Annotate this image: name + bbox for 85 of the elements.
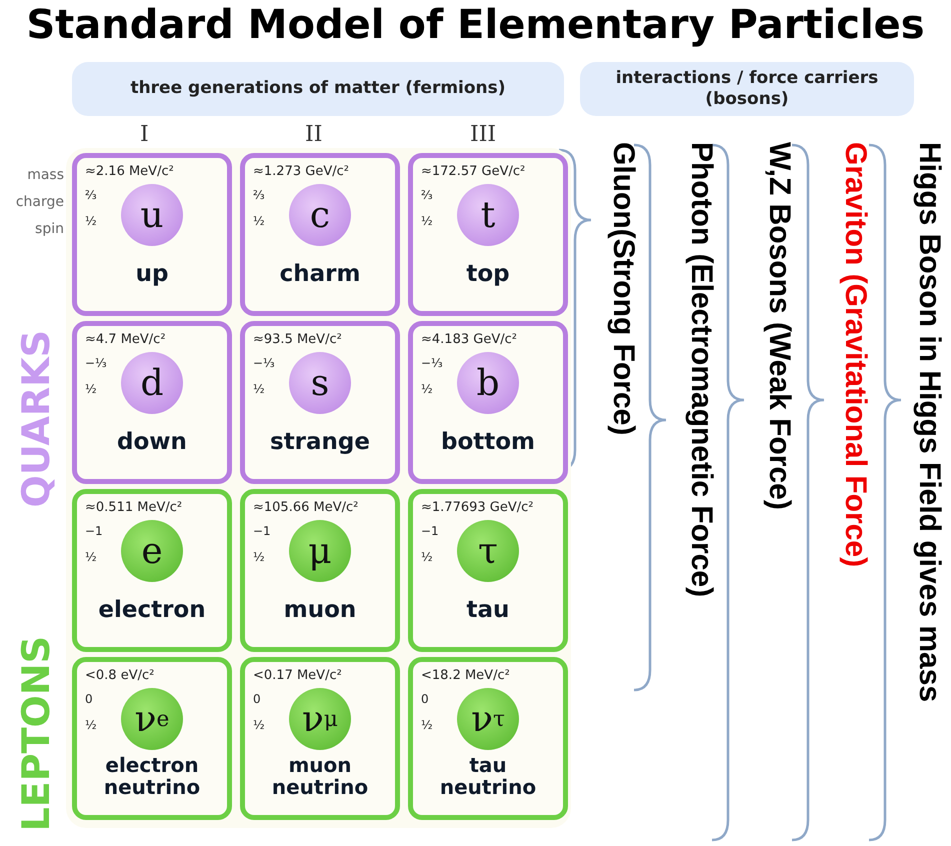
mass-value: ≈105.66 MeV/c² <box>253 500 358 515</box>
particle-symbol: μ <box>289 520 351 582</box>
particle-card <box>72 489 232 652</box>
charge-value: −1 <box>85 524 103 538</box>
charge-value: ⅔ <box>85 188 97 202</box>
particle-card <box>240 657 400 820</box>
mass-value: ≈2.16 MeV/c² <box>85 164 174 179</box>
particle-name: electron neutrino <box>102 754 202 798</box>
title: Standard Model of Elementary Particles <box>25 2 926 48</box>
mass-value: <0.8 eV/c² <box>85 668 154 683</box>
particle-name: charm <box>278 262 362 288</box>
spin-value: ½ <box>253 550 265 564</box>
mass-value: ≈4.183 GeV/c² <box>421 332 517 347</box>
particle-name: muon <box>282 598 358 624</box>
mass-value: ≈0.511 MeV/c² <box>85 500 182 515</box>
spin-value: ½ <box>253 382 265 396</box>
force-carrier-label: Graviton (Gravitational Force) <box>838 142 872 568</box>
generation-label: II <box>305 122 322 147</box>
force-carrier-label: Photon (Electromagnetic Force) <box>684 142 718 598</box>
particle-card <box>408 489 568 652</box>
particle-symbol: b <box>457 352 519 414</box>
particle-symbol: e <box>121 520 183 582</box>
spin-value: ½ <box>421 382 433 396</box>
mass-value: ≈93.5 MeV/c² <box>253 332 342 347</box>
particle-name: down <box>116 430 188 456</box>
charge-value: −⅓ <box>421 356 443 370</box>
particle-card <box>72 321 232 484</box>
particle-name: tau neutrino <box>438 754 538 798</box>
spin-value: ½ <box>421 214 433 228</box>
particle-symbol: d <box>121 352 183 414</box>
spin-value: ½ <box>421 718 433 732</box>
charge-value: ⅔ <box>421 188 433 202</box>
group-label: LEPTONS <box>14 636 58 832</box>
property-label: spin <box>34 221 64 237</box>
charge-value: −⅓ <box>85 356 107 370</box>
generation-label: III <box>470 122 496 147</box>
particle-name: strange <box>269 430 371 456</box>
spin-value: ½ <box>85 550 97 564</box>
particle-card <box>408 657 568 820</box>
generation-label: I <box>140 122 149 147</box>
charge-value: −1 <box>253 524 271 538</box>
spin-value: ½ <box>85 718 97 732</box>
particle-card <box>72 153 232 316</box>
charge-value: −1 <box>421 524 439 538</box>
particle-name: tau <box>466 598 510 624</box>
spin-value: ½ <box>85 214 97 228</box>
particle-name: bottom <box>440 430 536 456</box>
particle-card <box>408 321 568 484</box>
force-carrier-label: W,Z Bosons (Weak Force) <box>762 142 796 510</box>
charge-value: 0 <box>253 692 261 706</box>
particle-symbol: τ <box>457 520 519 582</box>
mass-value: ≈172.57 GeV/c² <box>421 164 526 179</box>
mass-value: <0.17 MeV/c² <box>253 668 342 683</box>
particle-symbol: u <box>121 184 183 246</box>
charge-value: 0 <box>85 692 93 706</box>
spin-value: ½ <box>421 550 433 564</box>
particle-name: up <box>134 262 170 288</box>
particle-card <box>240 489 400 652</box>
particle-symbol: t <box>457 184 519 246</box>
particle-card <box>72 657 232 820</box>
charge-value: 0 <box>421 692 429 706</box>
charge-value: ⅔ <box>253 188 265 202</box>
property-label: charge <box>14 194 64 210</box>
particle-card <box>408 153 568 316</box>
particle-name: electron <box>97 598 207 624</box>
particle-symbol: s <box>289 352 351 414</box>
particle-card <box>240 321 400 484</box>
mass-value: ≈1.77693 GeV/c² <box>421 500 534 515</box>
particle-symbol: c <box>289 184 351 246</box>
force-carrier-label: Gluon(Strong Force) <box>606 142 640 436</box>
particle-name: muon neutrino <box>270 754 370 798</box>
mass-value: ≈1.273 GeV/c² <box>253 164 349 179</box>
force-carrier-label: Higgs Boson in Higgs Field gives mass <box>912 142 946 702</box>
particle-name: top <box>465 262 511 288</box>
particle-card <box>240 153 400 316</box>
header-band: interactions / force carriers (bosons) <box>580 62 914 116</box>
charge-value: −⅓ <box>253 356 275 370</box>
spin-value: ½ <box>85 382 97 396</box>
mass-value: ≈4.7 MeV/c² <box>85 332 166 347</box>
spin-value: ½ <box>253 718 265 732</box>
property-label: mass <box>26 167 64 183</box>
header-band: three generations of matter (fermions) <box>72 62 564 116</box>
mass-value: <18.2 MeV/c² <box>421 668 510 683</box>
spin-value: ½ <box>253 214 265 228</box>
group-label: QUARKS <box>14 330 58 508</box>
